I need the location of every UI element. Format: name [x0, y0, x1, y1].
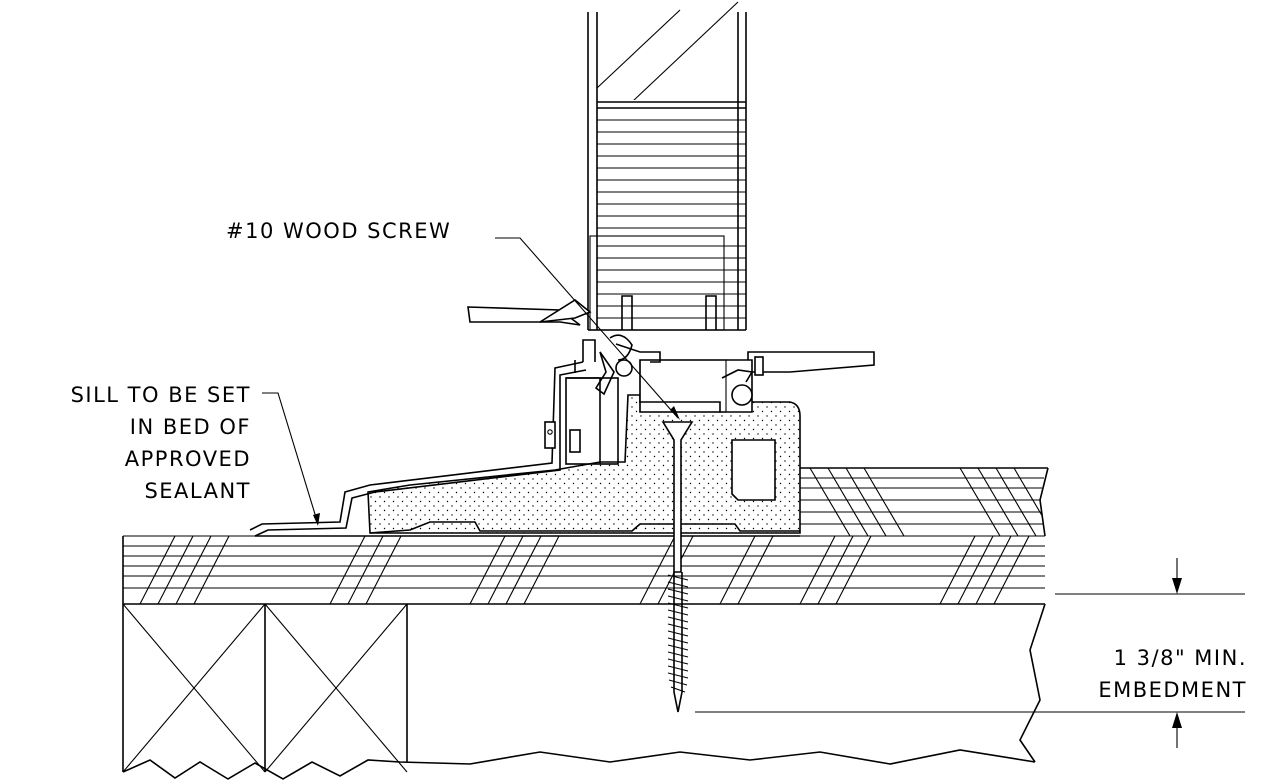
subfloor — [122, 535, 1045, 605]
embedment-note: 1 3/8" MIN. EMBEDMENT — [1098, 646, 1247, 702]
embedment-dimension — [695, 558, 1245, 748]
door-sweeps — [467, 299, 875, 376]
embedment-note-line-1: 1 3/8" MIN. — [1114, 646, 1247, 670]
sill-note-line-3: APPROVED — [125, 447, 251, 471]
sill-note-line-1: SILL TO BE SET — [71, 383, 251, 407]
embedment-note-line-2: EMBEDMENT — [1098, 678, 1247, 702]
leader-lines — [262, 237, 680, 526]
sill-note-line-2: IN BED OF — [130, 415, 251, 439]
exterior-deck — [800, 467, 1048, 536]
sill-note: SILL TO BE SET IN BED OF APPROVED SEALAN… — [71, 383, 251, 503]
sill-extrusion — [249, 334, 801, 537]
sill-note-line-4: SEALANT — [144, 479, 251, 503]
wood-screw — [661, 421, 694, 713]
floor-joists — [122, 467, 1049, 780]
screw-label: #10 WOOD SCREW — [226, 219, 451, 243]
door-panel — [587, 1, 747, 331]
